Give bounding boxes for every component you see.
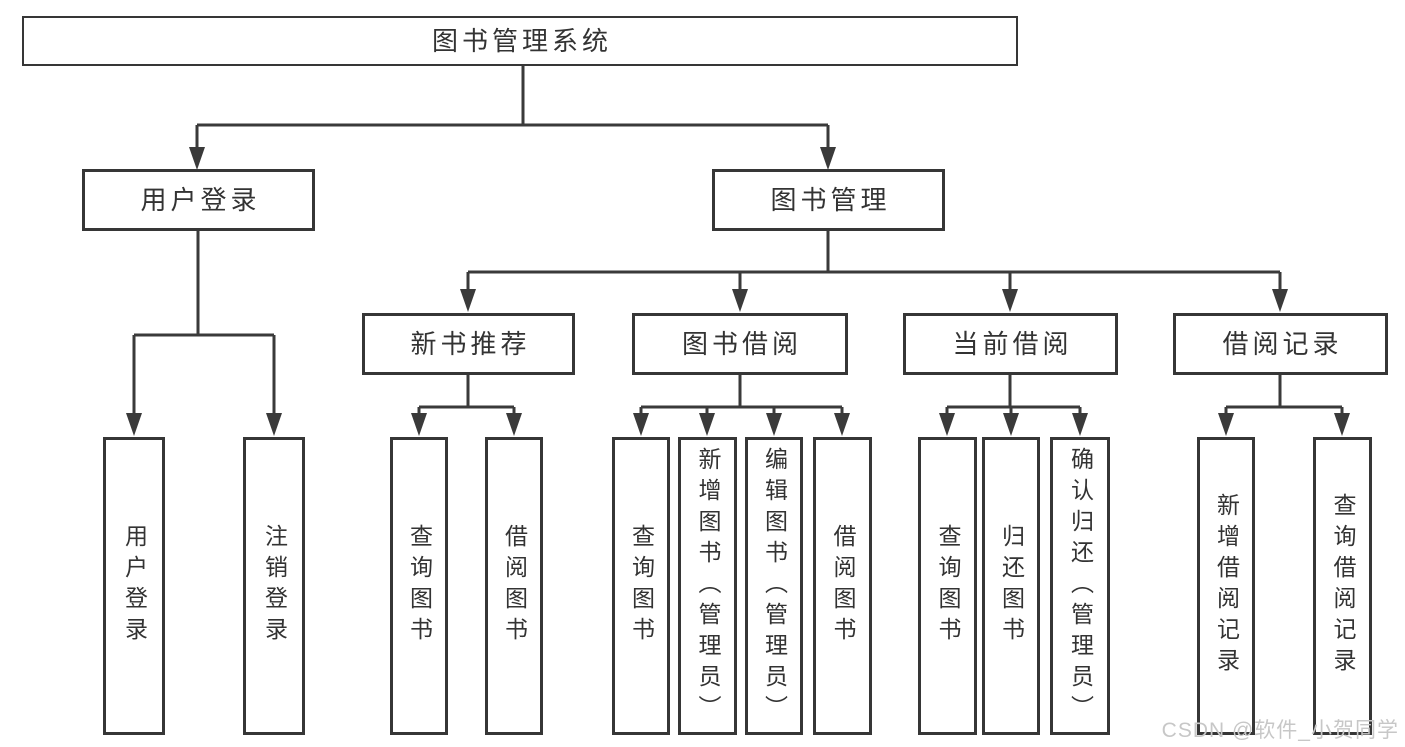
node-label: 图书管理系统 — [431, 26, 612, 56]
node-label: 图书管理 — [770, 185, 891, 215]
node-label: 确认归还（管理员） — [1067, 446, 1094, 726]
node-book-borrowing: 图书借阅 — [632, 313, 848, 375]
node-label: 编辑图书（管理员） — [761, 446, 788, 726]
node-label: 借阅图书 — [830, 524, 856, 648]
node-user-login-branch: 用户登录 — [82, 169, 315, 231]
node-leaf-user-login: 用户登录 — [103, 437, 165, 735]
node-label: 注销登录 — [261, 524, 288, 648]
csdn-watermark: CSDN @软件_小贺同学 — [1161, 719, 1399, 742]
node-leaf-confirm-return-admin: 确认归还（管理员） — [1050, 437, 1110, 735]
node-new-book-recommendation: 新书推荐 — [362, 313, 575, 375]
node-label: 图书借阅 — [681, 329, 802, 359]
node-label: 查询图书 — [935, 524, 961, 648]
node-label: 新增图书（管理员） — [695, 446, 721, 726]
node-leaf-query-books-1: 查询图书 — [390, 437, 448, 735]
node-current-borrowing: 当前借阅 — [903, 313, 1118, 375]
node-library-management-system: 图书管理系统 — [22, 16, 1018, 66]
node-leaf-borrow-books-2: 借阅图书 — [813, 437, 872, 735]
node-leaf-borrow-books-1: 借阅图书 — [485, 437, 543, 735]
node-label: 借阅记录 — [1222, 329, 1343, 359]
node-label: 用户登录 — [140, 185, 261, 215]
node-leaf-add-books-admin: 新增图书（管理员） — [678, 437, 737, 735]
node-label: 当前借阅 — [952, 329, 1073, 359]
node-label: 借阅图书 — [501, 524, 528, 648]
arrowheads — [126, 147, 1350, 436]
node-leaf-edit-books-admin: 编辑图书（管理员） — [745, 437, 803, 735]
node-book-management-branch: 图书管理 — [712, 169, 945, 231]
node-label: 新增借阅记录 — [1213, 493, 1240, 679]
node-label: 查询借阅记录 — [1330, 493, 1356, 679]
node-leaf-query-books-2: 查询图书 — [612, 437, 670, 735]
node-leaf-add-borrow-record: 新增借阅记录 — [1197, 437, 1255, 735]
node-leaf-logout: 注销登录 — [243, 437, 305, 735]
node-label: 归还图书 — [998, 524, 1025, 648]
node-label: 查询图书 — [628, 524, 655, 648]
node-label: 新书推荐 — [410, 329, 531, 359]
node-leaf-return-books: 归还图书 — [982, 437, 1040, 735]
tree-edges — [132, 66, 1344, 416]
node-borrowing-records: 借阅记录 — [1173, 313, 1388, 375]
node-label: 用户登录 — [121, 524, 148, 648]
node-leaf-query-books-3: 查询图书 — [918, 437, 977, 735]
node-leaf-query-borrow-record: 查询借阅记录 — [1313, 437, 1372, 735]
node-label: 查询图书 — [406, 524, 433, 648]
